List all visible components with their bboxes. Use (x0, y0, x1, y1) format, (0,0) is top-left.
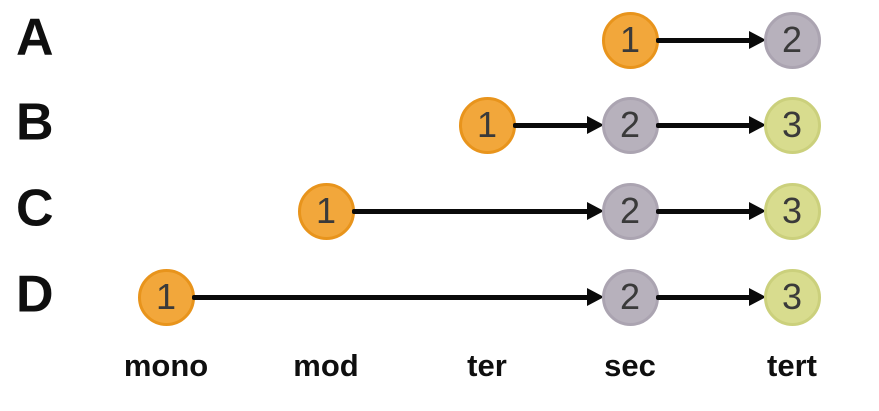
arrowhead-icon (748, 202, 766, 220)
arrowhead-icon (748, 116, 766, 134)
column-label: ter (467, 348, 507, 383)
arrow-line (351, 208, 591, 214)
arrow-line (191, 294, 591, 300)
node-circle: 3 (763, 96, 821, 154)
node-circle: 1 (601, 11, 659, 69)
node-value: 1 (315, 190, 337, 231)
node-value: 2 (619, 104, 641, 145)
row-label: A (16, 8, 54, 67)
node-circle: 1 (137, 268, 195, 326)
arrow-line (655, 294, 753, 300)
node-value: 2 (619, 276, 641, 317)
arrow-line (655, 122, 753, 128)
node-circle: 1 (458, 96, 516, 154)
row-label: D (16, 265, 54, 324)
node-circle: 2 (763, 11, 821, 69)
row-label: B (16, 93, 54, 152)
node-value: 2 (619, 190, 641, 231)
column-label: sec (604, 348, 656, 383)
node-circle: 3 (763, 182, 821, 240)
node-value: 3 (781, 104, 803, 145)
arrow-line (512, 122, 591, 128)
node-circle: 2 (601, 96, 659, 154)
column-label: mono (123, 348, 209, 383)
node-circle: 2 (601, 182, 659, 240)
arrowhead-icon (748, 31, 766, 49)
node-value: 1 (476, 104, 498, 145)
arrowhead-icon (586, 116, 604, 134)
node-value: 3 (781, 276, 803, 317)
row-label: C (16, 179, 54, 238)
arrow-line (655, 37, 753, 43)
node-circle: 3 (763, 268, 821, 326)
node-value: 1 (619, 19, 641, 60)
arrowhead-icon (748, 288, 766, 306)
arrowhead-icon (586, 202, 604, 220)
node-circle: 2 (601, 268, 659, 326)
arrowhead-icon (586, 288, 604, 306)
node-circle: 1 (297, 182, 355, 240)
column-label: tert (767, 348, 817, 383)
arrow-line (655, 208, 753, 214)
node-value: 1 (155, 276, 177, 317)
column-label: mod (293, 348, 359, 383)
node-value: 3 (781, 190, 803, 231)
node-value: 2 (781, 19, 803, 60)
